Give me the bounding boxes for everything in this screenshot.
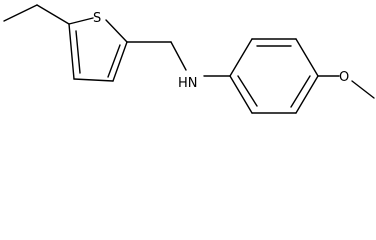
bond-ar6-ar1-inner bbox=[237, 75, 258, 107]
aminomethyl-linker: HN bbox=[126, 41, 231, 91]
bond-methyl-ch2 bbox=[3, 4, 38, 22]
bond-ch2-n bbox=[170, 41, 187, 71]
bond-ar4-ar5 bbox=[295, 75, 319, 114]
bond-c5-s bbox=[68, 17, 94, 25]
bond-c4-c5-inner bbox=[75, 30, 81, 74]
bond-o-methyl bbox=[351, 80, 375, 99]
bond-c2-c3-inner bbox=[107, 44, 121, 78]
ethyl-group bbox=[3, 4, 70, 25]
sulfur-atom-label: S bbox=[93, 11, 101, 26]
thiophene-ring: S bbox=[68, 11, 128, 82]
benzene-ring bbox=[229, 38, 319, 114]
methoxy-group: O bbox=[317, 70, 375, 99]
amine-nh-label: HN bbox=[178, 76, 198, 91]
bond-ar1-ar2 bbox=[229, 38, 253, 77]
chemical-structure: S HN O bbox=[3, 4, 375, 114]
bond-c2-c3 bbox=[112, 41, 128, 82]
bond-ar6-ar1 bbox=[229, 75, 253, 114]
bond-c3-c4 bbox=[73, 78, 114, 82]
ether-oxygen-label: O bbox=[339, 70, 349, 85]
bond-ch2-c5 bbox=[36, 4, 70, 25]
bond-ar3-ar4 bbox=[295, 38, 319, 77]
bond-c4-c5 bbox=[68, 23, 75, 80]
bond-ar4-ar5-inner bbox=[290, 75, 311, 108]
bond-s-c2 bbox=[105, 19, 128, 43]
